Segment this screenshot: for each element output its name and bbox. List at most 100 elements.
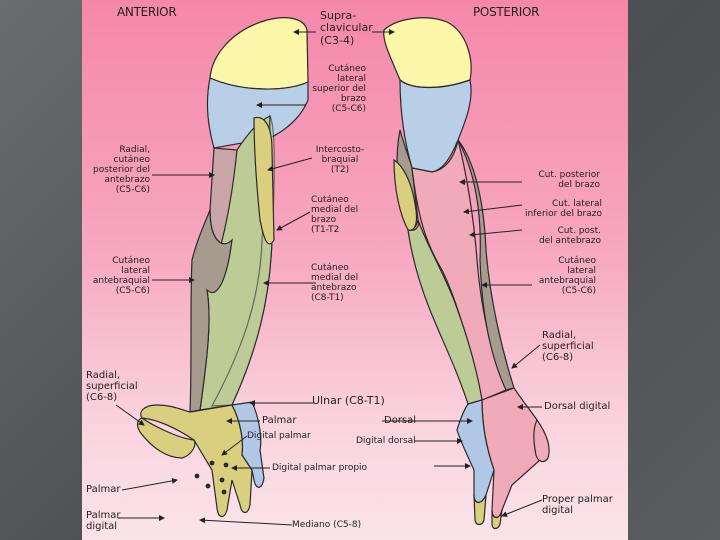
anterior-hand-median-region xyxy=(140,404,253,518)
label-cut-lateral-inferior: Cut. lateral inferior del brazo xyxy=(510,199,602,219)
arm-illustration xyxy=(115,17,550,530)
label-palmar-left: Palmar xyxy=(86,484,121,495)
label-rpa-line2: cutáneo xyxy=(113,155,150,166)
anterior-supraclavicular-region xyxy=(209,17,309,90)
label-clal-line3: antebraquial xyxy=(92,276,150,287)
label-clar-line4: (C5-C6) xyxy=(561,286,596,297)
label-rsr-line1: Radial, xyxy=(542,330,577,341)
label-clar-line1: Cutáneo xyxy=(558,256,596,266)
leader-lines xyxy=(115,29,543,526)
label-mediano: Mediano (C5-8) xyxy=(292,520,362,530)
label-clar-line3: antebraquial xyxy=(538,276,596,287)
label-digital-palmar-propio: Digital palmar propio xyxy=(272,463,368,473)
label-rsl-line3: (C6-8) xyxy=(86,392,118,404)
label-cpa-line2: del antebrazo xyxy=(538,236,601,247)
label-digital-palmar: Digital palmar xyxy=(247,431,311,441)
label-proper-palmar-digital: Proper palmar digital xyxy=(542,494,613,516)
anterior-hand-ulnar-region xyxy=(231,401,265,488)
label-icb-line3: (T2) xyxy=(330,165,350,176)
label-cls-line3: superior del xyxy=(312,84,366,95)
leader-digital-palmar xyxy=(221,435,248,456)
label-rsr-line2: superficial xyxy=(542,341,594,353)
label-rpa-line5: (C5-C6) xyxy=(115,185,150,196)
leader-radial-superficial-left xyxy=(115,404,145,426)
anterior-radial-forearm-region xyxy=(189,209,233,413)
label-supraclavicular-line3: (C3-4) xyxy=(320,33,355,47)
leader-radial-superficial-right xyxy=(511,344,541,369)
leader-intercostobraquial xyxy=(267,157,313,172)
label-cut-post-antebrazo: Cut. post. del antebrazo xyxy=(510,226,601,246)
label-cls-line4: brazo xyxy=(340,94,366,105)
posterior-radial-forearm-region xyxy=(457,139,515,391)
posterior-ring-finger-tip xyxy=(491,509,503,530)
anterior-thumb xyxy=(136,417,196,459)
label-cmb-line1: Cutáneo xyxy=(311,195,349,205)
label-cpb-line1: Cut. posterior xyxy=(538,170,600,180)
leader-proper-palmar-digital xyxy=(501,499,543,517)
label-supraclavicular-line1: Supra- xyxy=(320,9,357,22)
label-rsr-line3: (C6-8) xyxy=(542,352,574,364)
label-cut-posterior-brazo: Cut. posterior del brazo xyxy=(510,170,600,190)
label-dorsal: Dorsal xyxy=(384,415,417,426)
posterior-musculocutaneous-region xyxy=(407,219,483,405)
leader-medial-brazo xyxy=(276,211,311,231)
label-intercostobraquial: Intercosto- braquial (T2) xyxy=(306,145,374,175)
leader-palmar-left xyxy=(121,477,178,491)
label-cls-line1: Cutáneo xyxy=(328,64,366,74)
label-clal-line1: Cutáneo xyxy=(112,256,150,266)
label-cli-line1: Cut. lateral xyxy=(551,199,602,209)
heading-anterior: ANTERIOR xyxy=(117,5,177,19)
label-rpa-line1: Radial, xyxy=(119,145,150,155)
heading-posterior: POSTERIOR xyxy=(473,5,540,19)
label-radial-superficial-left: Radial, superficial (C6-8) xyxy=(86,370,138,404)
leader-cut-post-antebrazo xyxy=(469,229,523,238)
posterior-supraclavicular-region xyxy=(383,17,472,89)
label-radial-posterior-antebrazo: Radial, cutáneo posterior del antebrazo … xyxy=(80,145,150,195)
label-cma-line2: medial del xyxy=(311,273,359,284)
label-cli-line2: inferior del brazo xyxy=(525,209,602,220)
label-cls-line2: lateral xyxy=(337,74,366,85)
label-palmar-center: Palmar xyxy=(262,415,297,426)
label-cutaneo-lateral-antebraquial-left: Cutáneo lateral antebraquial (C5-C6) xyxy=(80,256,150,296)
label-supraclavicular-line2: clavicular xyxy=(320,21,373,35)
anterior-arm xyxy=(136,17,309,518)
anterior-fingertip-dots xyxy=(194,460,229,495)
label-cmb-line4: (T1-T2 xyxy=(311,225,340,236)
label-cpb-line2: del brazo xyxy=(558,180,600,191)
anterior-axillary-region xyxy=(206,77,309,149)
label-digital-dorsal: Digital dorsal xyxy=(356,436,416,446)
leader-cut-lateral-inferior xyxy=(463,204,523,215)
posterior-median-strip xyxy=(393,158,418,231)
label-cmb-line3: brazo xyxy=(311,215,337,226)
label-icb-line1: Intercosto- xyxy=(315,145,365,155)
label-rsl-line2: superficial xyxy=(86,381,138,393)
label-radial-superficial-right: Radial, superficial (C6-8) xyxy=(542,330,594,364)
label-icb-line2: braquial xyxy=(321,155,359,166)
posterior-thumb xyxy=(533,418,550,463)
label-rpa-line4: antebrazo xyxy=(104,175,150,186)
label-cutaneo-lateral-superior: Cutáneo lateral superior del brazo (C5-C… xyxy=(300,64,366,114)
label-palmar-digital-left: Palmar digital xyxy=(86,510,120,532)
label-ppd-line2: digital xyxy=(542,505,574,517)
label-clal-line4: (C5-C6) xyxy=(115,286,150,297)
label-ulnar: Ulnar (C8-T1) xyxy=(312,394,385,407)
label-rsl-line1: Radial, xyxy=(86,370,121,381)
label-cutaneo-lateral-antebraquial-right: Cutáneo lateral antebraquial (C5-C6) xyxy=(522,256,596,296)
anterior-intercostobrachial-strip xyxy=(253,116,275,245)
label-cpa-line1: Cut. post. xyxy=(557,226,601,236)
label-cls-line5: (C5-C6) xyxy=(331,104,366,115)
label-pdl-line2: digital xyxy=(86,521,118,533)
label-cmb-line2: medial del xyxy=(311,205,359,216)
posterior-little-finger xyxy=(473,494,487,526)
label-supraclavicular: Supra- clavicular (C3-4) xyxy=(320,9,373,47)
label-clar-line2: lateral xyxy=(567,266,596,277)
label-cutaneo-medial-antebrazo: Cutáneo medial del antebrazo (C8-T1) xyxy=(311,263,358,303)
label-cma-line4: (C8-T1) xyxy=(311,293,344,304)
label-cutaneo-medial-brazo: Cutáneo medial del brazo (T1-T2 xyxy=(311,195,358,235)
label-cma-line1: Cutáneo xyxy=(311,263,349,273)
posterior-arm xyxy=(383,17,550,530)
label-rpa-line3: posterior del xyxy=(93,165,150,176)
label-dorsal-digital: Dorsal digital xyxy=(544,401,611,412)
label-clal-line2: lateral xyxy=(121,266,150,277)
leader-mediano xyxy=(199,517,293,526)
